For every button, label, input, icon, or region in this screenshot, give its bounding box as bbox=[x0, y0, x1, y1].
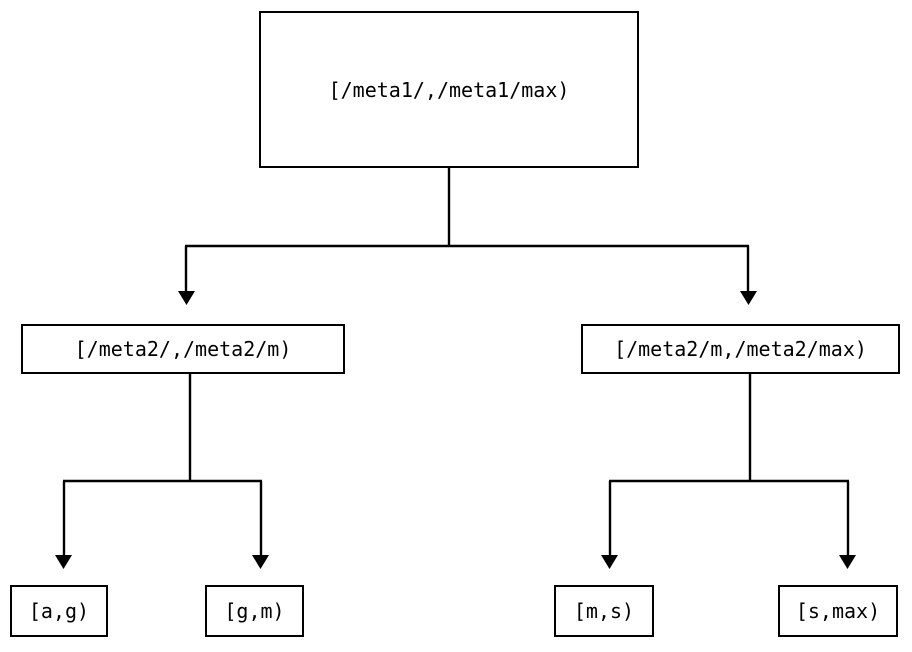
node-leaf-m-s-label: [m,s) bbox=[573, 599, 635, 623]
edge-mid-right-to-leaves bbox=[601, 374, 856, 569]
arrowhead-to-leaf-3 bbox=[601, 555, 618, 569]
node-mid-left[interactable]: [/meta2/,/meta2/m) bbox=[21, 324, 345, 374]
arrowhead-to-mid-right bbox=[740, 291, 757, 305]
node-mid-left-label: [/meta2/,/meta2/m) bbox=[74, 337, 292, 361]
node-leaf-g-m-label: [g,m) bbox=[224, 599, 285, 623]
node-mid-right-label: [/meta2/m,/meta2/max) bbox=[614, 337, 867, 361]
node-leaf-m-s[interactable]: [m,s) bbox=[554, 585, 654, 637]
node-leaf-g-m[interactable]: [g,m) bbox=[205, 585, 304, 637]
arrowhead-to-leaf-1 bbox=[55, 555, 72, 569]
node-leaf-a-g[interactable]: [a,g) bbox=[10, 585, 108, 637]
edge-mid-left-to-leaves bbox=[55, 374, 269, 569]
arrowhead-to-leaf-4 bbox=[839, 555, 856, 569]
node-root[interactable]: [/meta1/,/meta1/max) bbox=[259, 11, 639, 168]
node-mid-right[interactable]: [/meta2/m,/meta2/max) bbox=[581, 324, 900, 374]
arrowhead-to-leaf-2 bbox=[252, 555, 269, 569]
edge-root-to-middles bbox=[178, 168, 757, 305]
arrowhead-to-mid-left bbox=[178, 291, 195, 305]
node-leaf-s-max[interactable]: [s,max) bbox=[778, 585, 898, 637]
node-leaf-s-max-label: [s,max) bbox=[795, 599, 881, 623]
node-leaf-a-g-label: [a,g) bbox=[28, 599, 90, 623]
node-root-label: [/meta1/,/meta1/max) bbox=[328, 77, 570, 102]
